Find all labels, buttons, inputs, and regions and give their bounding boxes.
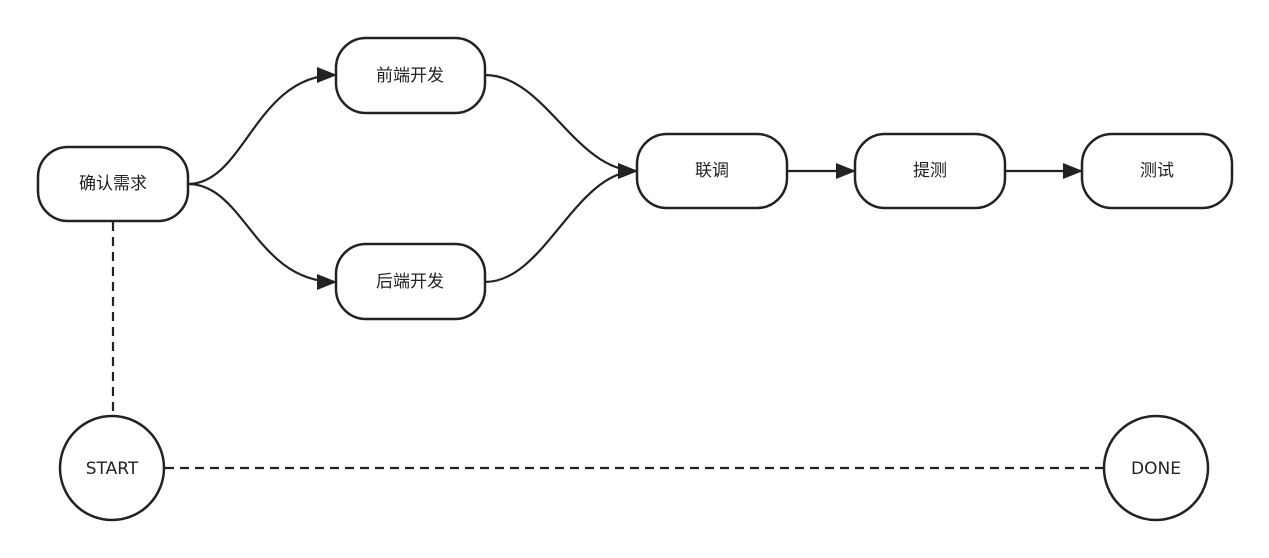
node-label: 后端开发 bbox=[376, 272, 444, 292]
edge-confirm-to-backend bbox=[187, 182, 337, 290]
node-label: DONE bbox=[1131, 459, 1181, 479]
edge-frontend-to-integration bbox=[484, 73, 638, 179]
node-start[interactable]: START bbox=[58, 414, 166, 522]
edge-confirm-to-frontend bbox=[187, 67, 337, 186]
node-confirm-requirements[interactable]: 确认需求 bbox=[36, 145, 190, 223]
node-label: 提测 bbox=[913, 161, 947, 181]
node-label: 测试 bbox=[1140, 161, 1174, 181]
node-label: START bbox=[86, 459, 139, 479]
node-frontend-dev[interactable]: 前端开发 bbox=[334, 36, 487, 115]
node-done[interactable]: DONE bbox=[1102, 414, 1210, 522]
node-integration[interactable]: 联调 bbox=[635, 132, 789, 210]
node-label: 确认需求 bbox=[79, 174, 147, 194]
edge-backend-to-integration bbox=[484, 163, 638, 284]
node-backend-dev[interactable]: 后端开发 bbox=[334, 242, 487, 321]
node-label: 前端开发 bbox=[376, 66, 444, 86]
node-label: 联调 bbox=[695, 161, 729, 181]
node-testing[interactable]: 测试 bbox=[1080, 132, 1234, 210]
node-submit-test[interactable]: 提测 bbox=[853, 132, 1007, 210]
